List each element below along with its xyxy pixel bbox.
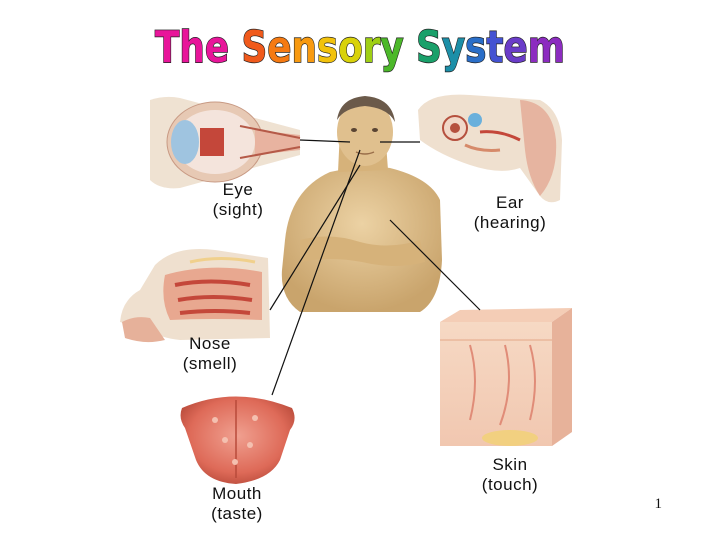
nose-label-name: Nose xyxy=(189,334,231,353)
leader-lines xyxy=(269,139,481,396)
ear-illustration xyxy=(418,94,562,203)
mouth-label: Mouth (taste) xyxy=(197,484,277,524)
title-text: The Sensory System xyxy=(155,22,565,73)
ear-label-name: Ear xyxy=(496,193,524,212)
title-letter: y xyxy=(380,22,403,73)
nose-label-sense: (smell) xyxy=(182,354,238,373)
nose-illustration xyxy=(120,249,270,343)
tongue-illustration xyxy=(180,396,295,484)
leader-line-eye xyxy=(299,139,351,143)
mouth-label-name: Mouth xyxy=(212,484,262,503)
title-letter: t xyxy=(486,22,503,73)
title-letter: n xyxy=(291,22,316,73)
mouth-label-sense: (taste) xyxy=(211,504,263,523)
human-figure xyxy=(281,96,442,312)
nose-label: Nose (smell) xyxy=(170,334,250,374)
title-letter: T xyxy=(155,22,179,73)
skin-label: Skin (touch) xyxy=(468,455,552,495)
title-letter: o xyxy=(338,22,363,73)
title-letter: y xyxy=(442,22,465,73)
eye-label-sense: (sight) xyxy=(212,200,264,219)
title-letter: S xyxy=(416,22,442,73)
title-letter: h xyxy=(179,22,204,73)
leader-line-skin xyxy=(389,219,481,311)
title-letter: s xyxy=(465,22,486,73)
title-letter: S xyxy=(241,22,267,73)
page-number: 1 xyxy=(654,496,663,512)
leader-line-mouth xyxy=(271,149,361,396)
title-letter: e xyxy=(267,22,291,73)
eye-label: Eye (sight) xyxy=(200,180,276,220)
ear-label-sense: (hearing) xyxy=(473,213,547,232)
title-letter: r xyxy=(363,22,381,73)
title-letter: m xyxy=(528,22,565,73)
skin-label-sense: (touch) xyxy=(481,475,539,494)
skin-illustration xyxy=(440,308,572,446)
slide-title: The Sensory System xyxy=(154,21,565,73)
title-letter: s xyxy=(317,22,338,73)
eye-illustration xyxy=(150,96,301,189)
title-letter: e xyxy=(205,22,229,73)
title-letter: e xyxy=(504,22,528,73)
skin-label-name: Skin xyxy=(492,455,528,474)
ear-label: Ear (hearing) xyxy=(460,193,560,233)
eye-label-name: Eye xyxy=(222,180,254,199)
leader-line-nose xyxy=(269,164,361,311)
